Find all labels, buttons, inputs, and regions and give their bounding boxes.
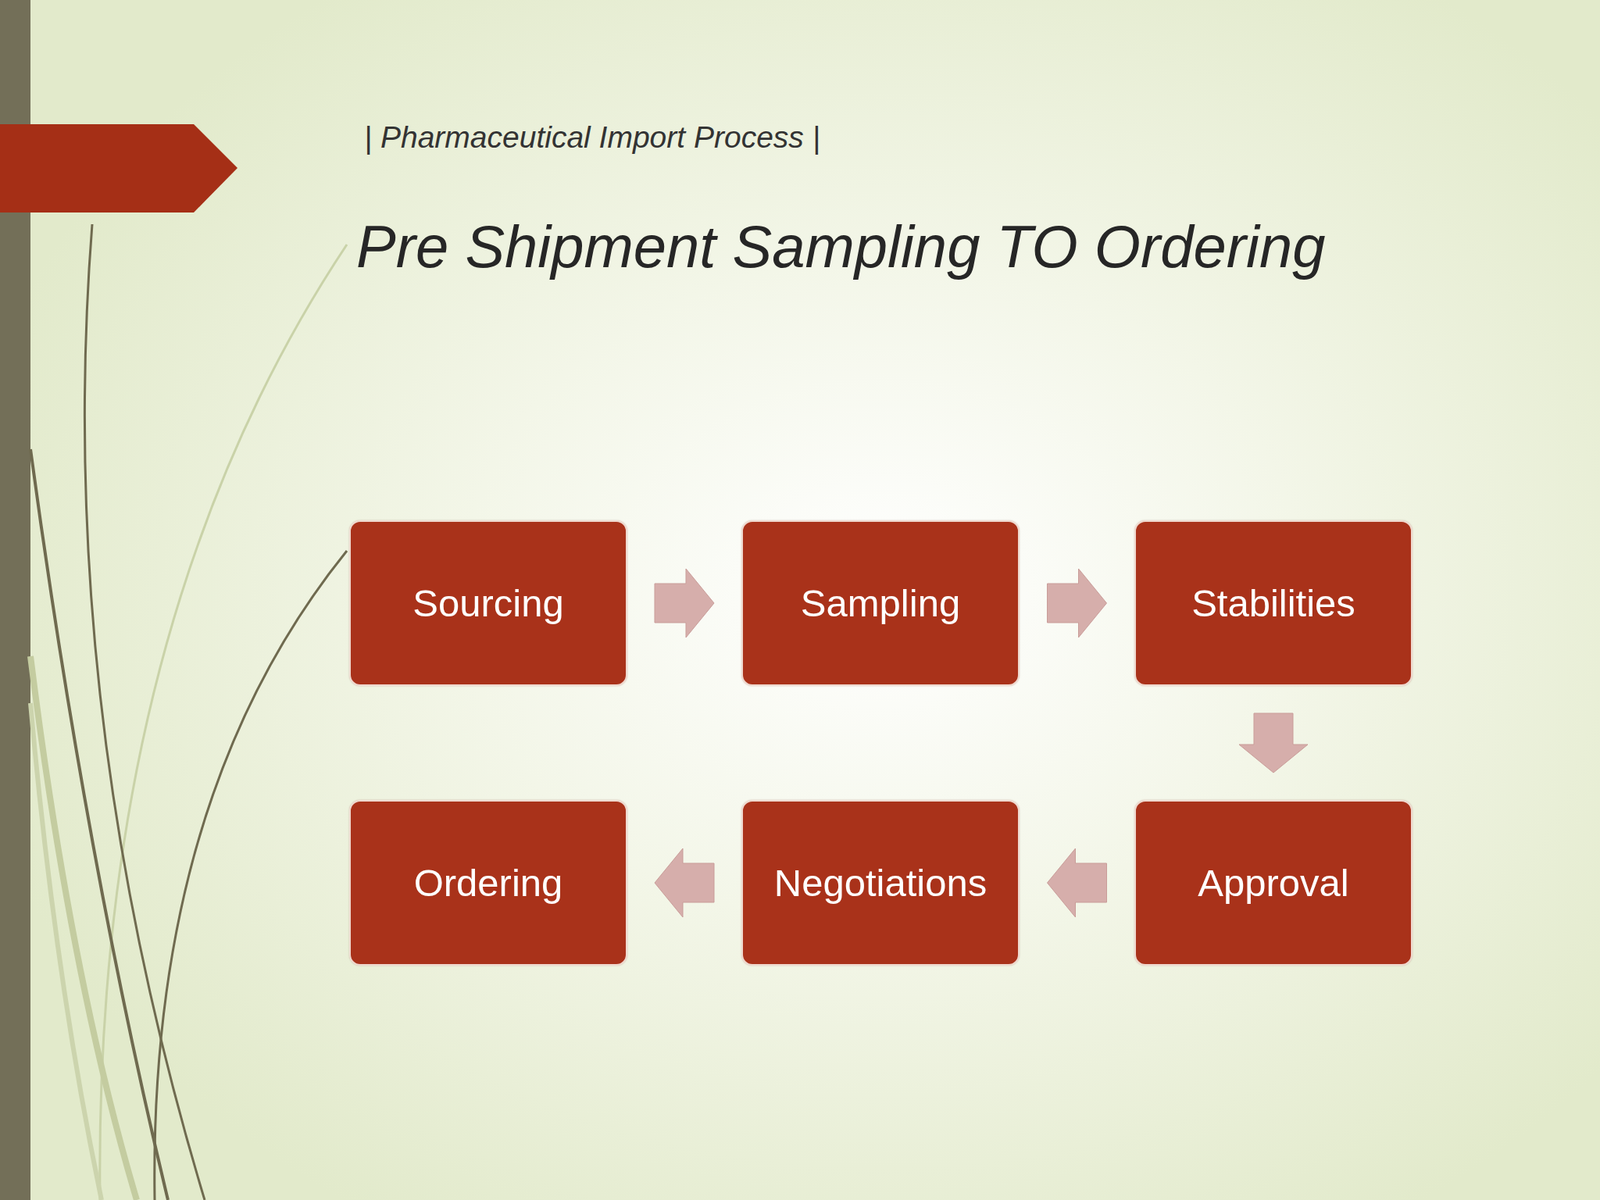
process-box: Sourcing: [349, 520, 628, 686]
process-box: Negotiations: [741, 800, 1020, 966]
block-arrow: [1047, 848, 1108, 918]
block-arrow: [654, 568, 715, 638]
slide-title: Pre Shipment Sampling TO Ordering: [356, 212, 1326, 281]
process-label: Approval: [1197, 860, 1349, 905]
decor-curve: [154, 550, 347, 1200]
decor-curve: [84, 224, 205, 1200]
decor-curve: [30, 449, 168, 1200]
process-box: Sampling: [741, 520, 1020, 686]
slide-subtitle: | Pharmaceutical Import Process |: [364, 120, 821, 155]
process-label: Stabilities: [1191, 581, 1356, 625]
block-arrow: [1239, 713, 1308, 773]
process-label: Ordering: [414, 860, 564, 905]
process-label: Negotiations: [774, 860, 987, 905]
block-arrow: [654, 848, 715, 918]
decor-curve: [100, 244, 347, 1200]
block-arrow: [1047, 568, 1108, 638]
decor-curve: [30, 656, 137, 1200]
title-tab: [0, 124, 238, 213]
process-label: Sourcing: [412, 581, 564, 625]
process-label: Sampling: [800, 581, 961, 625]
process-box: Ordering: [349, 800, 628, 966]
process-box: Approval: [1134, 800, 1413, 966]
process-box: Stabilities: [1134, 520, 1413, 686]
decor-curve: [30, 703, 102, 1200]
